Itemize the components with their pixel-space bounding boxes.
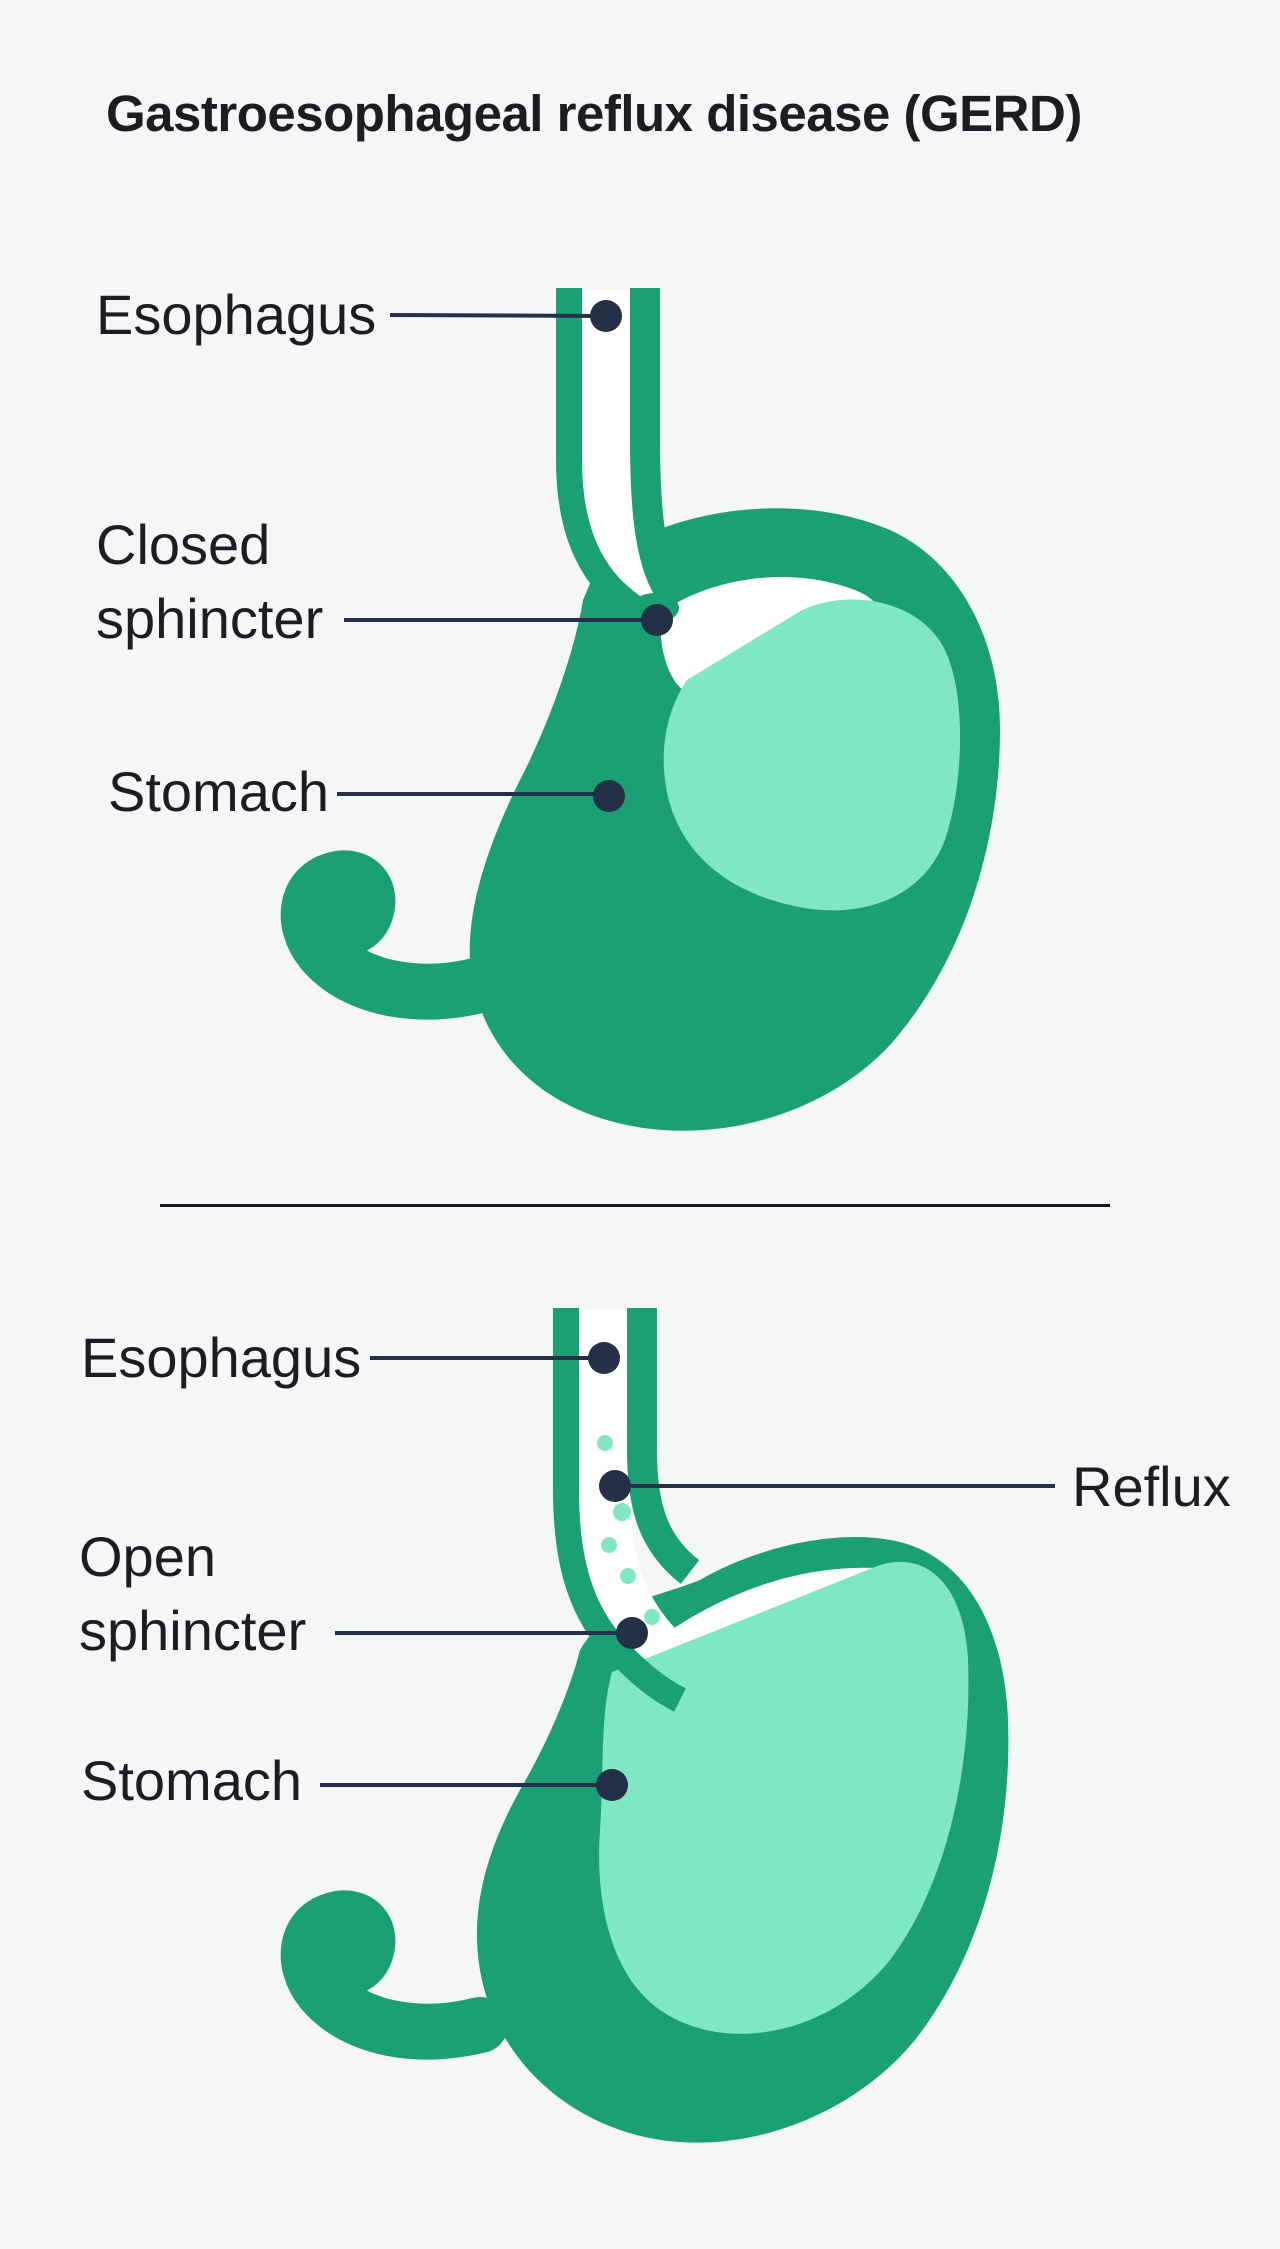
label-stomach-open-diagram: Stomach bbox=[81, 1749, 302, 1812]
pointer-dot-stomach bbox=[596, 1769, 628, 1801]
pointer-dot-open-sphincter bbox=[616, 1617, 648, 1649]
label-open-sphincter-line1: Open bbox=[79, 1525, 216, 1588]
page-title: Gastroesophageal reflux disease (GERD) bbox=[106, 85, 1082, 142]
pointer-dot-esophagus bbox=[590, 300, 622, 332]
pointer-dot-stomach bbox=[593, 780, 625, 812]
pointer-dot-reflux bbox=[599, 1470, 631, 1502]
section-divider bbox=[160, 1204, 1110, 1207]
diagram-closed-sphincter bbox=[280, 288, 1001, 1131]
reflux-droplet bbox=[620, 1568, 636, 1584]
duodenum-curl bbox=[280, 850, 508, 1020]
esophagus-right-wall bbox=[627, 1308, 700, 1584]
diagram-open-sphincter bbox=[280, 1308, 1055, 2143]
label-esophagus-closed-diagram: Esophagus bbox=[96, 283, 377, 346]
label-reflux: Reflux bbox=[1072, 1455, 1231, 1518]
label-stomach-closed-diagram: Stomach bbox=[108, 760, 329, 823]
reflux-droplet bbox=[613, 1503, 631, 1521]
label-esophagus-open-diagram: Esophagus bbox=[81, 1326, 362, 1389]
label-closed-sphincter-line2: sphincter bbox=[96, 587, 324, 650]
duodenum-curl bbox=[280, 1890, 508, 2060]
reflux-droplet bbox=[601, 1537, 617, 1553]
label-closed-sphincter: Closed sphincter bbox=[96, 508, 323, 656]
reflux-droplet bbox=[644, 1609, 660, 1625]
label-open-sphincter: Open sphincter bbox=[79, 1520, 306, 1668]
pointer-dot-closed-sphincter bbox=[641, 604, 673, 636]
label-closed-sphincter-line1: Closed bbox=[96, 513, 271, 576]
stomach-contents bbox=[599, 1561, 969, 2034]
reflux-droplet bbox=[597, 1435, 613, 1451]
esophagus-left-wall bbox=[553, 1308, 686, 1712]
esophagus-right-wall bbox=[630, 288, 685, 604]
pointer-dot-esophagus bbox=[588, 1342, 620, 1374]
esophagus-left-wall bbox=[556, 288, 655, 628]
stomach-contents bbox=[663, 599, 961, 911]
leader-line-esophagus bbox=[389, 313, 607, 318]
label-open-sphincter-line2: sphincter bbox=[79, 1599, 307, 1662]
esophagus-lumen bbox=[581, 290, 680, 623]
